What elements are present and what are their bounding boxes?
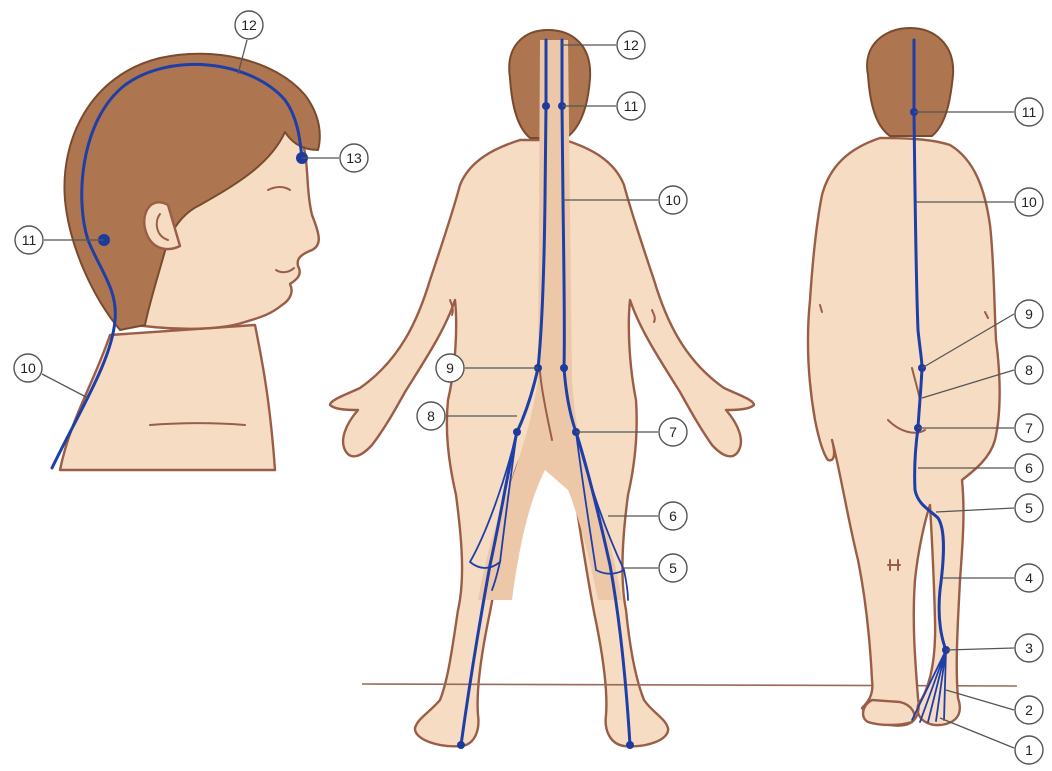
badge-number: 10 xyxy=(20,360,36,376)
badge-back-12: 12 xyxy=(617,31,645,59)
badge-number: 12 xyxy=(241,17,257,33)
badge-side-11: 11 xyxy=(1015,98,1043,126)
badge-side-4: 4 xyxy=(1015,564,1043,592)
badge-number: 8 xyxy=(427,408,435,424)
leader-line xyxy=(42,374,88,398)
badge-back-11: 11 xyxy=(617,92,645,120)
badge-side-6: 6 xyxy=(1015,454,1043,482)
badge-number: 3 xyxy=(1025,640,1033,656)
point-8-back xyxy=(513,428,521,436)
badge-number: 4 xyxy=(1025,570,1033,586)
badge-number: 10 xyxy=(1021,194,1037,210)
side-foot xyxy=(863,700,914,725)
badge-number: 13 xyxy=(346,150,362,166)
badge-number: 9 xyxy=(1025,306,1033,322)
badge-head-11: 11 xyxy=(15,226,43,254)
badge-number: 8 xyxy=(1025,362,1033,378)
head-neck-shoulders xyxy=(60,325,275,470)
badge-number: 2 xyxy=(1025,702,1033,718)
badge-side-9: 9 xyxy=(1015,300,1043,328)
badge-number: 12 xyxy=(623,37,639,53)
badge-back-5: 5 xyxy=(659,554,687,582)
badge-side-1: 1 xyxy=(1015,736,1043,764)
badge-back-6: 6 xyxy=(659,502,687,530)
badge-head-12: 12 xyxy=(235,11,263,39)
badge-number: 11 xyxy=(624,98,639,114)
badge-number: 6 xyxy=(1025,460,1033,476)
badge-number: 9 xyxy=(446,360,454,376)
point-9-back-right xyxy=(560,364,568,372)
badge-head-10: 10 xyxy=(14,354,42,382)
point-foot-back-left xyxy=(457,741,465,749)
badge-number: 5 xyxy=(1025,500,1033,516)
badge-number: 7 xyxy=(669,424,677,440)
point-11-back-left xyxy=(542,102,550,110)
badge-side-7: 7 xyxy=(1015,414,1043,442)
badge-side-8: 8 xyxy=(1015,356,1043,384)
badge-number: 11 xyxy=(1022,104,1037,120)
side-body xyxy=(808,138,1000,726)
badge-number: 10 xyxy=(665,192,681,208)
badge-side-10: 10 xyxy=(1015,188,1043,216)
badge-back-9: 9 xyxy=(436,354,464,382)
badge-number: 5 xyxy=(669,560,677,576)
badge-back-8: 8 xyxy=(417,402,445,430)
head-profile-figure xyxy=(52,54,320,470)
badge-head-13: 13 xyxy=(340,144,368,172)
badge-number: 11 xyxy=(22,232,37,248)
badge-side-5: 5 xyxy=(1015,494,1043,522)
badge-number: 1 xyxy=(1025,742,1033,758)
point-foot-back-right xyxy=(626,741,634,749)
badge-back-7: 7 xyxy=(659,418,687,446)
badge-side-2: 2 xyxy=(1015,696,1043,724)
badge-side-3: 3 xyxy=(1015,634,1043,662)
side-view-figure xyxy=(808,28,1000,726)
badge-number: 7 xyxy=(1025,420,1033,436)
leader-line xyxy=(940,718,1014,748)
badge-number: 6 xyxy=(669,508,677,524)
side-hair xyxy=(867,28,953,136)
badge-back-10: 10 xyxy=(659,186,687,214)
